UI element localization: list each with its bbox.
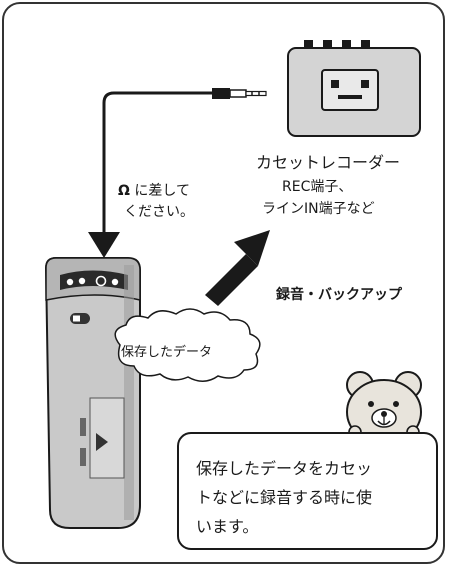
down-arrow-icon [88,232,120,258]
cloud-bubble [114,308,261,382]
ic-recorder-device [44,257,141,529]
plug-in-text: に差して [134,183,190,199]
note-box [177,432,438,550]
bear-icon [346,371,422,445]
cassette-recorder-label: カセットレコーダー [256,153,401,172]
record-arrow-icon [205,230,270,306]
record-backup-label: 録音・バックアップ [276,287,402,303]
cassette-recorder-icon [287,40,421,137]
outer-frame [2,2,445,564]
cable [102,91,212,232]
headphone-icon: Ω [118,183,130,199]
saved-data-label: 保存したデータ [121,345,213,360]
line-in-terminal-label: ラインIN端子など [262,201,375,217]
rec-terminal-label: REC端子、 [282,179,353,195]
note-line-3: います。 [196,517,259,536]
plug-in-label: Ω に差して [118,180,190,200]
plug-in-label-2: ください。 [124,204,194,220]
audio-plug-icon [212,88,267,99]
note-line-1: 保存したデータをカセッ [196,459,373,478]
note-line-2: トなどに録音する時に使 [196,488,373,507]
